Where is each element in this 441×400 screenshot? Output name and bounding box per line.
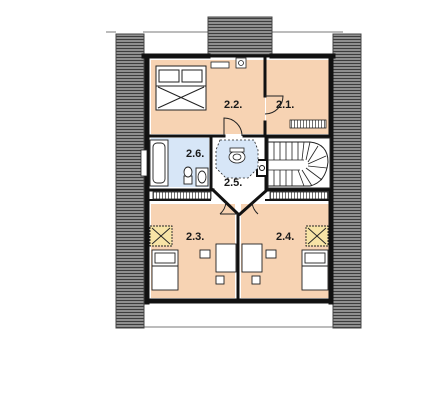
- bathtub: [149, 139, 169, 187]
- table-2-3: [199, 243, 237, 285]
- roof-left: [115, 33, 145, 329]
- chimney-flue: [259, 165, 265, 171]
- staircase: [267, 137, 331, 189]
- bedside-table: [235, 57, 247, 69]
- outer-outline: [106, 31, 343, 328]
- room-label-2-6: 2.6.: [186, 148, 204, 160]
- shower-area: [215, 139, 259, 179]
- single-bed-2-3: [151, 249, 179, 291]
- table-2-4: [241, 243, 277, 285]
- bath-window: [140, 149, 148, 177]
- lamp: [238, 60, 244, 66]
- room-label-2-5: 2.5.: [224, 177, 242, 189]
- radiator-2-1: [289, 119, 327, 129]
- toilet: [183, 166, 193, 185]
- door-2-1: [264, 95, 284, 115]
- radiator-2-4: [269, 191, 329, 200]
- door-2-2: [223, 117, 243, 137]
- roof-right: [332, 33, 362, 329]
- double-bed-2-2: [155, 65, 207, 111]
- wardrobe-2-2: [210, 61, 230, 69]
- chimney: [256, 159, 268, 177]
- desk-2-3: [149, 225, 173, 247]
- room-label-2-3: 2.3.: [186, 231, 204, 243]
- dormer-roof: [207, 16, 273, 56]
- room-label-2-4: 2.4.: [276, 231, 294, 243]
- desk-2-4: [305, 225, 329, 247]
- walls: [141, 53, 336, 305]
- radiator-2-3: [152, 191, 212, 200]
- washbasin: [195, 167, 209, 187]
- single-bed-2-4: [301, 249, 329, 291]
- room-label-2-2: 2.2.: [224, 99, 242, 111]
- room-label-2-1: 2.1.: [276, 99, 294, 111]
- door-2-4: [251, 201, 259, 215]
